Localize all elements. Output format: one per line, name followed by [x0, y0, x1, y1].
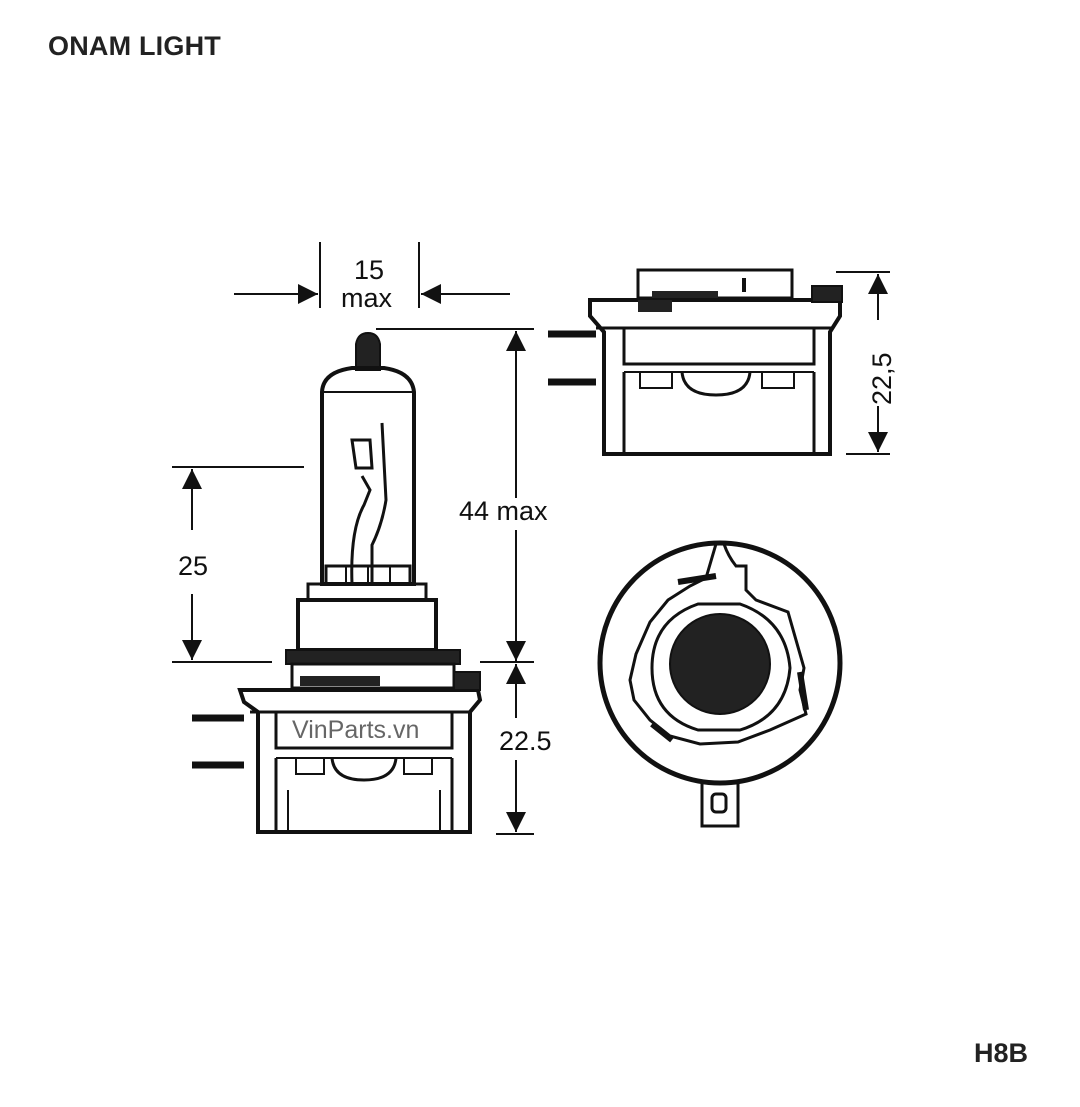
dim-width-label: 15 [354, 255, 384, 285]
brand-title: ONAM LIGHT [48, 31, 221, 61]
watermark: VinParts.vn [292, 716, 419, 744]
base-side-view [548, 268, 843, 456]
dim-light-center-label: 25 [178, 551, 208, 581]
dim-overall-height-label: 44 max [459, 496, 548, 526]
dim-width-unit-label: max [341, 283, 393, 313]
bulb-front-view [192, 331, 483, 834]
dim-side-base-height-label: 22,5 [867, 352, 897, 405]
base-bottom-view [597, 540, 843, 828]
dimension-lines [172, 242, 534, 835]
side-dimension-lines [836, 271, 890, 455]
dim-base-height-label: 22.5 [499, 726, 552, 756]
model-label: H8B [973, 1038, 1028, 1068]
